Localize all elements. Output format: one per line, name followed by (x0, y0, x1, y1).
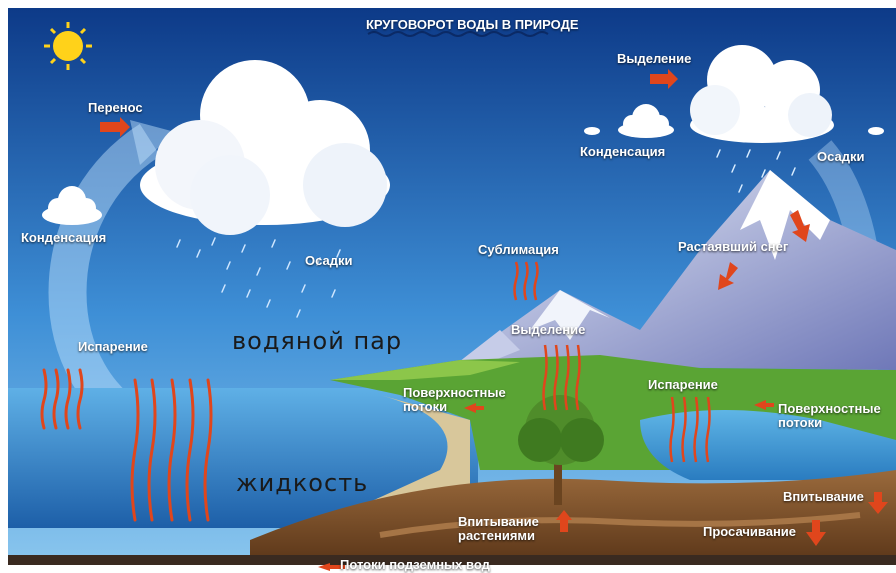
transpiration-arrows (542, 344, 581, 411)
evaporation-arrows-right (669, 396, 711, 463)
label-potoki-podzemnyh-vod: Потоки подземных вод (340, 557, 490, 572)
block-arrows (100, 69, 888, 571)
label-poverhnostnye-right-line1: Поверхностные (778, 401, 881, 416)
label-poverhnostnye-right-line2: потоки (778, 415, 823, 430)
label-rastayavshiy-sneg: Растаявший снег (678, 239, 789, 254)
label-poverhnostnye-left-line1: Поверхностные (403, 385, 506, 400)
label-vydelenie-top: Выделение (617, 51, 692, 66)
evaporation-arrows-left (40, 368, 84, 430)
sublimation-arrows (513, 261, 539, 301)
label-poverhnostnye-right: Поверхностные потоки (778, 402, 881, 430)
label-vpityvanie-rasteniyami-line1: Впитывание (458, 514, 539, 529)
small-cloud-left (42, 186, 102, 225)
rain-left (176, 237, 341, 318)
label-prosachivanie: Просачивание (703, 524, 797, 539)
label-kondensaciya-right: Конденсация (580, 144, 666, 159)
lake (640, 410, 896, 480)
sun-icon (44, 22, 92, 70)
rain-cloud-large (140, 60, 390, 235)
label-sublimaciya: Сублимация (478, 242, 559, 257)
label-vodyanoy-par: водяной пар (232, 327, 403, 355)
rain-cloud-right (690, 45, 834, 143)
label-kondensaciya-left: Конденсация (21, 230, 107, 245)
label-zhidkost: жидкость (236, 469, 369, 497)
tree-icon (518, 395, 604, 505)
label-vpityvanie-rasteniyami-line2: растениями (458, 528, 536, 543)
small-cloud-right (618, 104, 674, 138)
label-osadki-right: Осадки (817, 149, 865, 164)
label-vydelenie-tree: Выделение (511, 322, 586, 337)
label-isparenie-left: Испарение (78, 339, 148, 354)
label-poverhnostnye-left-line2: потоки (403, 399, 448, 414)
title-underline (367, 31, 549, 37)
evaporation-arrows-center (130, 378, 213, 522)
label-perenos: Перенос (88, 100, 143, 115)
label-poverhnostnye-left: Поверхностные потоки (403, 386, 506, 414)
label-vpityvanie-rasteniyami: Впитывание растениями (458, 515, 539, 543)
diagram-title: КРУГОВОРОТ ВОДЫ В ПРИРОДЕ (366, 17, 579, 32)
label-osadki-left: Осадки (305, 253, 353, 268)
label-vpityvanie: Впитывание (783, 489, 864, 504)
label-isparenie-right: Испарение (648, 377, 718, 392)
